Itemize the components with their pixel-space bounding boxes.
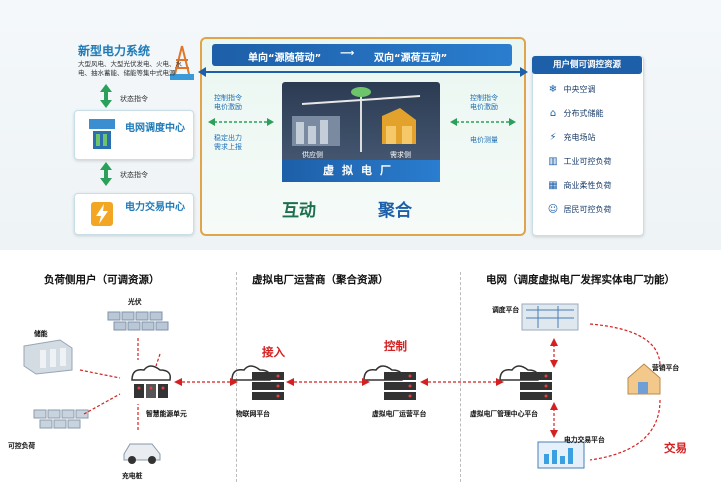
banner-right-text: 双向“源荷互动” [374,53,448,64]
right-label-price: 电价激励 [470,103,498,111]
vpp-mgmt-center-label: 虚拟电厂管理中心平台 [470,410,538,418]
left-label-demand: 需求上报 [214,143,242,151]
state-command-label-2: 状态指令 [120,171,148,179]
resource-item-residential: ☺ 居民可控负荷 [545,204,641,222]
trading-center-title: 电力交易中心 [125,202,185,213]
supply-side-label: 供应侧 [302,151,323,159]
balance-scale-icon [292,87,421,152]
server-rack-icon [89,119,115,149]
user-resources-title: 用户侧可调控资源 [532,56,642,74]
power-system-subtitle: 大型风电、大型光伏发电、火电、水电、抽水蓄能、储能等集中式电源 [78,60,182,77]
solar-panel-icon [107,311,169,331]
controllable-load-icon [33,409,89,429]
access-label: 接入 [262,345,285,359]
vpp-label: 虚拟电厂 [282,160,440,182]
device-to-hub-arrows [79,338,161,430]
trading-platform-icon [537,441,585,469]
resource-label-charging: 充电场站 [563,133,596,142]
lightning-shield-icon [91,202,113,226]
marketing-platform-label: 营销平台 [652,364,680,372]
snowflake-icon: ❄ [548,84,558,95]
marketing-house-icon [627,363,661,395]
divider-1 [236,272,237,482]
charging-pile-label: 充电桩 [122,472,143,480]
resource-label-commercial: 商业柔性负荷 [563,181,612,190]
right-dashed-arrow [450,118,516,126]
up-down-arrow-icon [100,84,112,108]
section-title-operator: 虚拟电厂运营商（聚合资源） [252,274,389,286]
storage-icon: ⌂ [549,108,557,119]
resource-label-industrial: 工业可控负荷 [563,157,612,166]
divider-2 [460,272,461,482]
factory-icon: ▥ [548,156,558,167]
resource-item-ac: ❄ 中央空调 [545,84,641,102]
resource-item-storage: ⌂ 分布式储能 [545,108,641,126]
vpp-mgmt-server-icon [499,365,552,400]
dispatch-platform-icon [521,303,579,331]
power-tower-icon [170,45,194,80]
demand-side-label: 需求侧 [390,151,411,159]
battery-storage-icon [23,339,73,375]
right-price-measure: 电价测量 [470,136,498,144]
dispatch-center-title: 电网调度中心 [125,123,185,134]
word-aggregate: 聚合 [378,201,412,221]
person-icon: ☺ [547,204,559,215]
grid-arcs [550,323,661,461]
trade-label: 交易 [664,441,687,455]
state-command-label-1: 状态指令 [120,95,148,103]
section-title-load: 负荷侧用户（可调资源） [44,274,160,286]
platform-link-arrows [174,378,504,386]
storage-label: 储能 [34,330,48,338]
resource-item-commercial: ▦ 商业柔性负荷 [545,180,641,198]
right-control-labels: 控制指令 电价激励 [470,94,498,112]
arrow-right-icon: ⟶ [340,48,355,59]
pv-label: 光伏 [128,298,142,306]
banner-left-text: 单向“源随荷动” [248,53,322,64]
controllable-load-label: 可控负荷 [8,442,36,450]
dispatch-platform-label: 调度平台 [492,306,520,314]
iot-platform-server-icon [231,365,284,400]
section-title-grid: 电网（调度虚拟电厂发挥实体电厂功能） [486,274,675,286]
left-stability-labels: 稳定出力 需求上报 [214,134,242,152]
trading-center-card: 电力交易中心 [74,193,194,235]
resource-label-storage: 分布式储能 [563,109,604,118]
power-system-title: 新型电力系统 [78,44,151,58]
resource-label-ac: 中央空调 [563,85,596,94]
left-label-price: 电价激励 [214,103,242,111]
smart-unit-cloud-icon [131,365,172,398]
word-interact: 互动 [282,201,316,221]
up-down-arrow-icon-2 [100,162,112,186]
charging-icon: ⚡ [549,132,557,143]
building-icon: ▦ [548,180,558,191]
user-resources-panel [532,56,644,236]
vpp-ops-server-icon [363,365,416,400]
resource-item-industrial: ▥ 工业可控负荷 [545,156,641,174]
left-label-control: 控制指令 [214,94,242,102]
left-label-stable: 稳定出力 [214,134,242,142]
car-charger-icon [123,443,161,464]
resource-item-charging: ⚡ 充电场站 [545,132,641,150]
resource-label-residential: 居民可控负荷 [563,205,612,214]
right-label-control: 控制指令 [470,94,498,102]
double-arrow [198,67,528,77]
control-label: 控制 [384,339,407,353]
left-control-labels: 控制指令 电价激励 [214,94,242,112]
dispatch-center-card: 电网调度中心 [74,110,194,160]
interaction-banner: 单向“源随荷动” ⟶ 双向“源荷互动” [212,44,512,66]
iot-platform-label: 物联网平台 [236,410,270,418]
left-dashed-arrow [208,118,274,126]
trading-platform-label: 电力交易平台 [564,436,605,444]
vpp-ops-platform-label: 虚拟电厂运营平台 [372,410,427,418]
smart-unit-label: 智慧能源单元 [146,410,187,418]
